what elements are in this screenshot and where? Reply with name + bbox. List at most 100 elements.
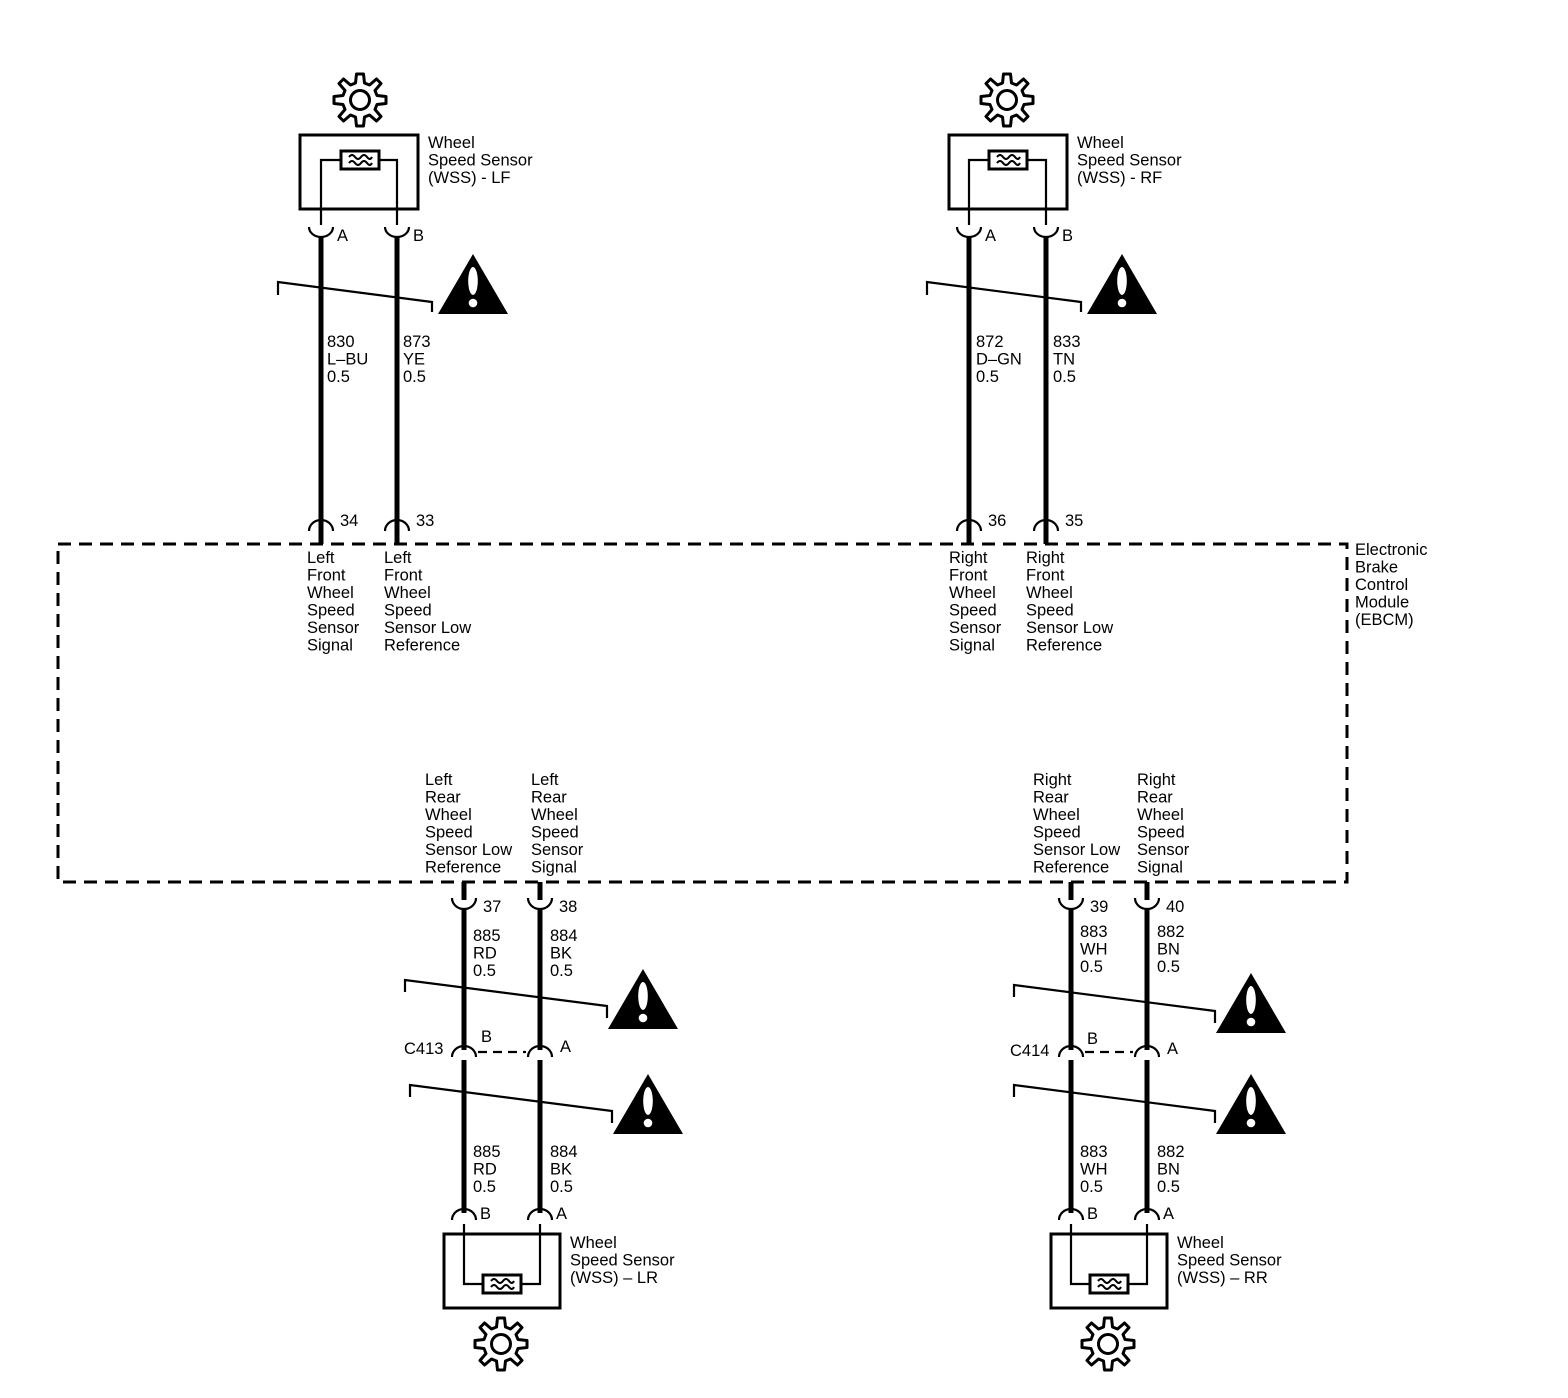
label-line: Wheel — [1137, 806, 1184, 824]
caution-triangle-icon — [1087, 254, 1157, 314]
label-line: 883 — [1080, 923, 1108, 941]
label-line: Control — [1355, 576, 1408, 594]
label-line: Rear — [425, 789, 461, 807]
module-pin-number: 33 — [416, 512, 434, 530]
label-line: 0.5 — [1080, 958, 1103, 976]
gear-icon — [332, 72, 388, 128]
label-line: 0.5 — [550, 962, 573, 980]
label-line: 0.5 — [1157, 1178, 1180, 1196]
gear-icon — [473, 1316, 529, 1372]
label-line: Rear — [531, 789, 567, 807]
label-line: Wheel — [307, 584, 354, 602]
sensor-coil-icon — [481, 1273, 523, 1295]
label-line: 0.5 — [327, 368, 350, 386]
connector-name: C414 — [1010, 1042, 1049, 1060]
module-pin-number: 37 — [483, 898, 501, 916]
wss-lr-housing — [442, 1232, 562, 1310]
label-line: Speed Sensor — [570, 1252, 675, 1270]
caution-triangle-icon — [1216, 1074, 1286, 1134]
label-line: Sensor Low — [384, 619, 471, 637]
label-line: BK — [550, 1161, 572, 1179]
label-line: Reference — [1026, 637, 1102, 655]
label-line: Speed — [1137, 824, 1185, 842]
label-line: 0.5 — [1053, 368, 1076, 386]
pin-label: B — [413, 227, 424, 245]
label-line: Rear — [1033, 789, 1069, 807]
module-pin-number: 35 — [1065, 512, 1083, 530]
label-line: 885 — [473, 927, 501, 945]
label-line: Reference — [384, 637, 460, 655]
label-line: L–BU — [327, 351, 368, 369]
connector-pin: B — [481, 1028, 492, 1046]
module-pin-number: 34 — [340, 512, 358, 530]
label-line: Right — [1137, 771, 1176, 789]
module-pin-number: 39 — [1090, 898, 1108, 916]
label-line: (WSS) - LF — [428, 169, 511, 187]
label-line: Speed — [307, 602, 355, 620]
label-line: Left — [425, 771, 453, 789]
module-pin-number: 36 — [988, 512, 1006, 530]
label-line: Front — [1026, 567, 1065, 585]
label-line: Reference — [1033, 859, 1109, 877]
label-line: 0.5 — [403, 368, 426, 386]
label-line: 882 — [1157, 923, 1185, 941]
label-line: Signal — [949, 637, 995, 655]
label-line: Wheel — [570, 1234, 617, 1252]
label-line: 833 — [1053, 333, 1081, 351]
label-line: Sensor — [307, 619, 360, 637]
label-line: RD — [473, 945, 497, 963]
pin-label: A — [556, 1205, 567, 1223]
pin-label: A — [985, 227, 996, 245]
caution-triangle-icon — [438, 254, 508, 314]
label-line: Right — [1033, 771, 1072, 789]
label-line: Sensor — [949, 619, 1002, 637]
wss-rr-housing — [1049, 1232, 1169, 1310]
label-line: YE — [403, 351, 425, 369]
label-line: 0.5 — [550, 1178, 573, 1196]
label-line: Wheel — [384, 584, 431, 602]
label-line: Speed Sensor — [1177, 1252, 1282, 1270]
label-line: 883 — [1080, 1143, 1108, 1161]
label-line: BK — [550, 945, 572, 963]
label-line: D–GN — [976, 351, 1022, 369]
label-line: Wheel — [425, 806, 472, 824]
label-line: WH — [1080, 1161, 1108, 1179]
pin-label: B — [480, 1205, 491, 1223]
label-line: Speed — [531, 824, 579, 842]
label-line: Wheel — [1026, 584, 1073, 602]
caution-triangle-icon — [608, 969, 678, 1029]
connector-name: C413 — [404, 1040, 443, 1058]
label-line: Speed Sensor — [1077, 152, 1182, 170]
label-line: Speed Sensor — [428, 152, 533, 170]
sensor-coil-icon — [1088, 1273, 1130, 1295]
label-line: Wheel — [1177, 1234, 1224, 1252]
label-line: Rear — [1137, 789, 1173, 807]
module-pin-number: 40 — [1166, 898, 1184, 916]
label-line: 0.5 — [473, 962, 496, 980]
connector-pin: A — [560, 1038, 571, 1056]
caution-triangle-icon — [613, 1074, 683, 1134]
label-line: 0.5 — [976, 368, 999, 386]
label-line: Sensor — [531, 841, 584, 859]
label-line: (WSS) - RF — [1077, 169, 1162, 187]
label-line: 885 — [473, 1143, 501, 1161]
label-line: Speed — [425, 824, 473, 842]
gear-icon — [979, 72, 1035, 128]
pin-label: B — [1062, 227, 1073, 245]
